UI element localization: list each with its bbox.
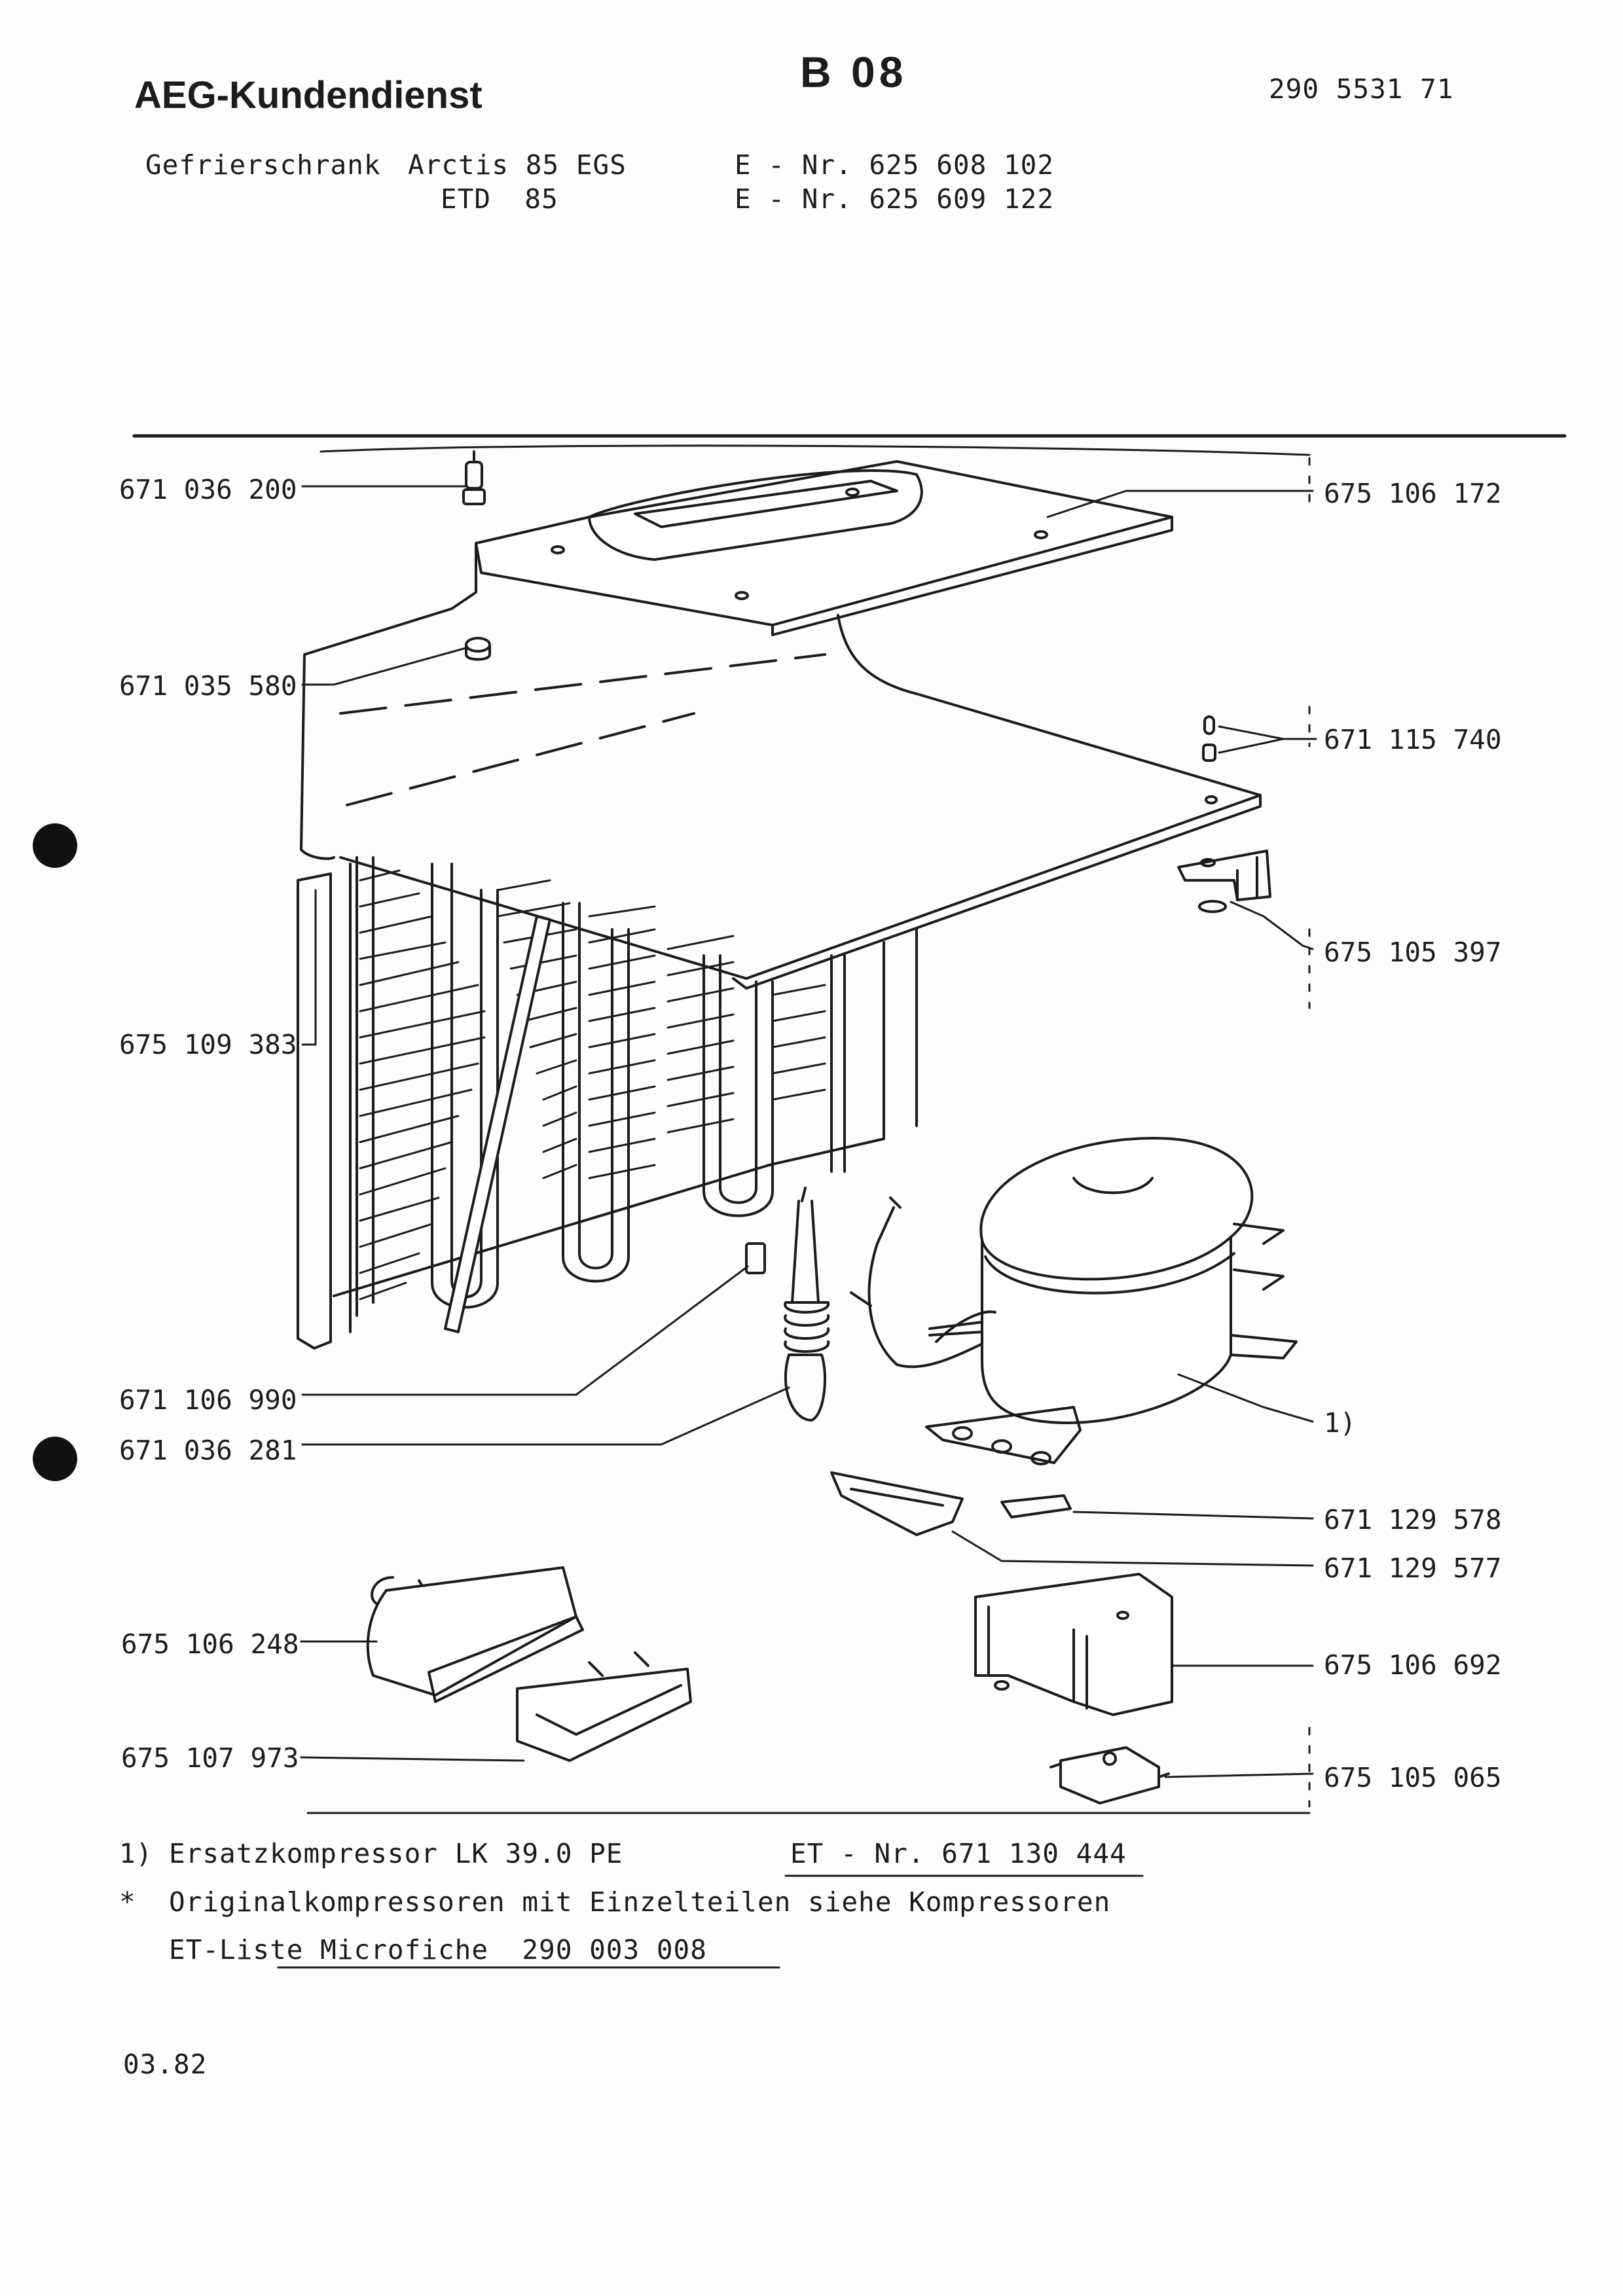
frame-top-line — [319, 444, 1311, 456]
note-1-text: Ersatzkompressor LK 39.0 PE — [169, 1838, 623, 1869]
appliance-type: Gefrierschrank — [145, 149, 381, 181]
part-number-right: 671 129 577 — [1324, 1552, 1502, 1584]
part-number-left: 675 109 383 — [119, 1029, 297, 1060]
part-number-left: 671 035 580 — [119, 670, 297, 702]
screw-bolt — [462, 450, 486, 505]
note-underlines — [277, 1874, 1144, 1969]
mounting-bracket — [1177, 850, 1271, 913]
note-3-text: ET-Liste Microfiche 290 003 008 — [169, 1934, 707, 1965]
compressor — [925, 1137, 1298, 1465]
note-2-marker: * — [119, 1886, 136, 1918]
evaporator-housing — [300, 542, 1262, 990]
punch-hole-lower — [33, 1437, 77, 1481]
cover-plate — [475, 460, 1173, 636]
e-number-2: E - Nr. 625 609 122 — [735, 183, 1054, 215]
part-number-left: 671 106 990 — [119, 1384, 297, 1416]
relay-cover — [974, 1573, 1173, 1716]
note-1-marker: 1) — [119, 1838, 153, 1869]
evaporator-fins — [297, 856, 918, 1350]
rubber-buffer — [1000, 1494, 1072, 1518]
support-rail — [830, 1471, 964, 1536]
part-number-right: 675 106 172 — [1324, 478, 1502, 509]
appliance-model-2: ETD 85 — [441, 183, 558, 215]
part-number-right: 671 115 740 — [1324, 724, 1502, 755]
sensor-clip — [745, 1242, 766, 1274]
starter-switch — [1049, 1746, 1170, 1804]
sheet-number: B 08 — [800, 48, 907, 96]
part-number-right: 1) — [1324, 1407, 1357, 1439]
e-number-1: E - Nr. 625 608 102 — [735, 149, 1054, 181]
capillary-tube — [850, 1196, 1003, 1369]
part-number-right: 675 105 397 — [1324, 937, 1502, 968]
appliance-model-1: Arctis 85 EGS — [408, 149, 627, 181]
brand-title: AEG-Kundendienst — [134, 74, 483, 117]
pin-pair — [1202, 715, 1216, 762]
note-2-text: Originalkompressoren mit Einzelteilen si… — [169, 1886, 1111, 1918]
punch-hole-upper — [33, 823, 77, 868]
part-number-left: 675 107 973 — [121, 1742, 299, 1774]
document-number: 290 5531 71 — [1269, 73, 1454, 105]
drain-tray-large — [366, 1566, 584, 1703]
part-number-right: 671 129 578 — [1324, 1504, 1502, 1535]
leader-lines — [300, 485, 1317, 1778]
drain-tray-small — [516, 1651, 692, 1762]
part-number-left: 671 036 200 — [119, 474, 297, 505]
issue-date: 03.82 — [123, 2049, 208, 2080]
part-number-right: 675 106 692 — [1324, 1649, 1502, 1681]
part-number-left: 671 036 281 — [119, 1435, 297, 1466]
part-number-right: 675 105 065 — [1324, 1762, 1502, 1793]
grommet — [465, 637, 491, 661]
part-number-left: 675 106 248 — [121, 1628, 299, 1660]
thermostat-sensor — [784, 1187, 830, 1422]
note-1-et-number: ET - Nr. 671 130 444 — [790, 1838, 1127, 1869]
